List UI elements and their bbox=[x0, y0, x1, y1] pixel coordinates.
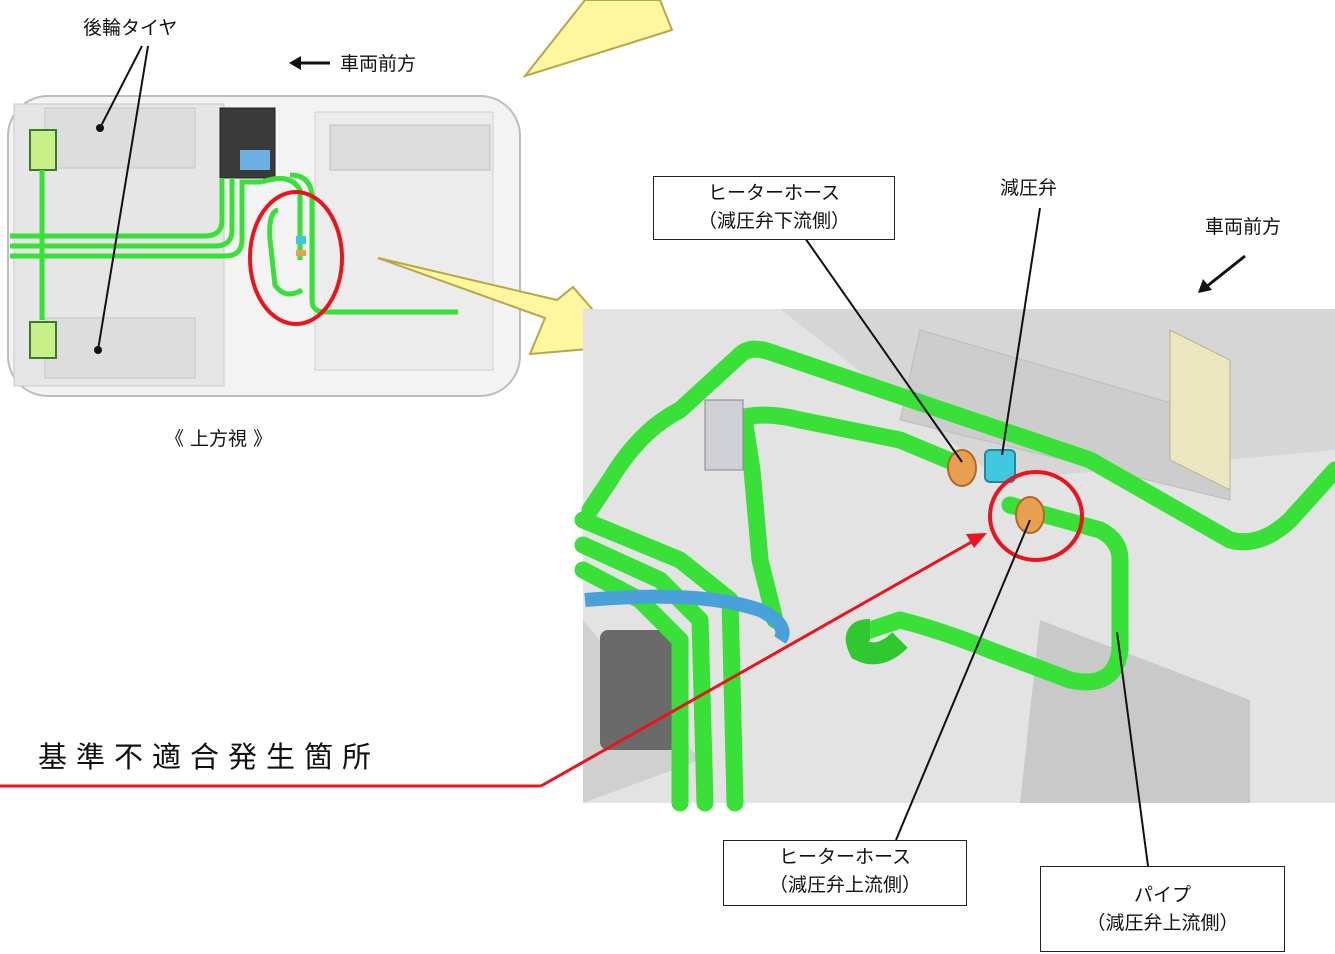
arrow-down-left-icon bbox=[1198, 254, 1246, 293]
tire-leader-lines bbox=[97, 45, 149, 351]
arrow-left-icon bbox=[289, 56, 330, 70]
detail-leader-lines bbox=[804, 207, 1149, 867]
top-view-vehicle bbox=[7, 95, 521, 397]
nonconformity-pointer bbox=[0, 533, 987, 788]
callout-hose-downstream: ヒーターホース （減圧弁下流側） bbox=[653, 176, 895, 240]
rear-tire-label: 後輪タイヤ bbox=[83, 17, 178, 39]
nonconformity-label: 基準不適合発生箇所 bbox=[38, 740, 381, 774]
top-view-caption: 《 上方視 》 bbox=[165, 428, 273, 450]
yellow-arrow-top bbox=[522, 0, 674, 78]
rear-tire-lower bbox=[44, 317, 196, 379]
vehicle-front-label-top: 車両前方 bbox=[340, 53, 417, 75]
pressure-valve-label: 減圧弁 bbox=[1000, 177, 1058, 199]
callout-pipe-upstream-line2: （減圧弁上流側） bbox=[1086, 912, 1239, 934]
callout-hose-upstream-line2: （減圧弁上流側） bbox=[768, 874, 921, 896]
highlight-ellipse-top bbox=[248, 190, 344, 326]
callout-hose-downstream-line1: ヒーターホース bbox=[707, 182, 841, 204]
rear-tire-upper bbox=[44, 107, 196, 169]
highlight-ellipse-detail bbox=[988, 470, 1084, 562]
callout-pipe-upstream: パイプ （減圧弁上流側） bbox=[1040, 866, 1285, 952]
callout-hose-upstream-line1: ヒーターホース bbox=[778, 846, 912, 868]
callout-hose-upstream: ヒーターホース （減圧弁上流側） bbox=[723, 840, 967, 906]
callout-pipe-upstream-line1: パイプ bbox=[1133, 884, 1191, 906]
callout-hose-downstream-line2: （減圧弁下流側） bbox=[697, 210, 850, 232]
vehicle-front-label-right: 車両前方 bbox=[1205, 216, 1282, 238]
detail-view bbox=[574, 309, 1335, 812]
